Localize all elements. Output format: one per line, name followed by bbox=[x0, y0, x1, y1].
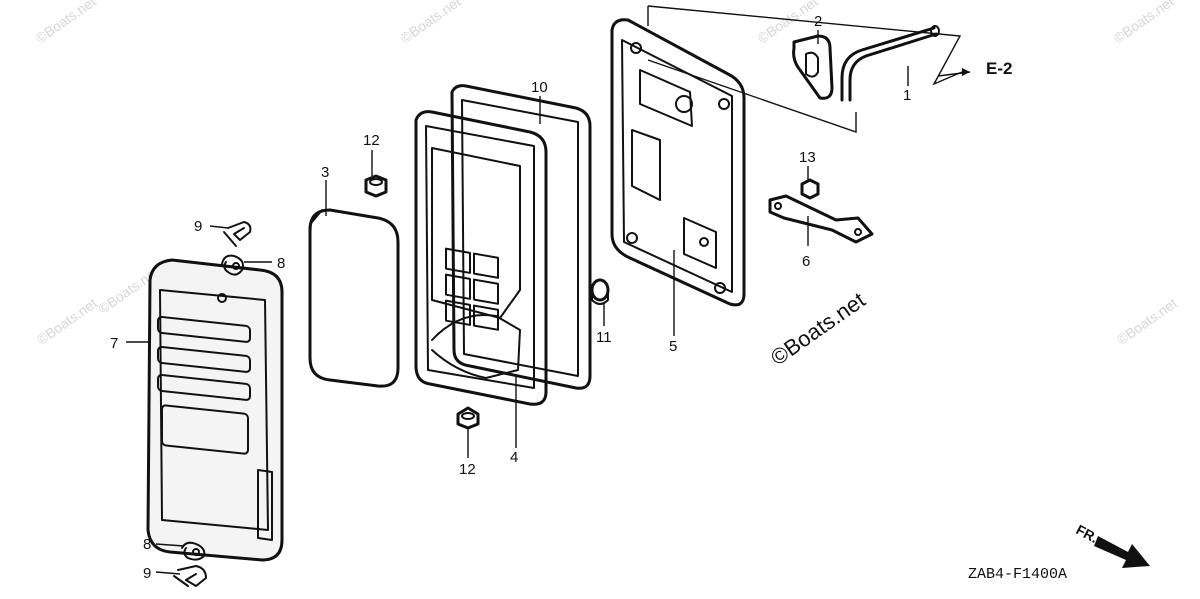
watermark-right-mid: ©Boats.net bbox=[1114, 295, 1180, 348]
part-4-element-case bbox=[414, 110, 548, 406]
part-2-seal-plate bbox=[792, 34, 834, 100]
part-11-collar bbox=[590, 278, 610, 305]
watermark-left-mid: ©Boats.net bbox=[34, 295, 100, 348]
callout-2: 2 bbox=[814, 13, 822, 30]
callout-10: 10 bbox=[531, 79, 548, 96]
callout-1: 1 bbox=[903, 87, 911, 104]
callout-12-top: 12 bbox=[363, 132, 380, 149]
part-9-clip-bottom bbox=[173, 565, 207, 587]
callout-12-bottom: 12 bbox=[459, 461, 476, 478]
part-1-breather-tube bbox=[840, 25, 940, 102]
callout-4: 4 bbox=[510, 449, 518, 466]
callout-8-bottom: 8 bbox=[143, 536, 151, 553]
part-8-clip-top bbox=[221, 254, 244, 276]
part-5-cleaner-case bbox=[610, 18, 746, 307]
ref-arrowhead bbox=[962, 68, 970, 76]
part-7-cleaner-cover bbox=[146, 258, 284, 562]
callout-9-bottom: 9 bbox=[143, 565, 151, 582]
part-12-nut-bottom bbox=[456, 406, 480, 430]
part-3-filter-element bbox=[308, 208, 400, 388]
callout-8-top: 8 bbox=[277, 255, 285, 272]
diagram-code: ZAB4-F1400A bbox=[968, 566, 1067, 583]
callout-6: 6 bbox=[802, 253, 810, 270]
reference-label: E-2 bbox=[986, 59, 1012, 78]
watermark-large: ©Boats.net bbox=[766, 287, 870, 370]
part-9-clip-top bbox=[223, 221, 252, 247]
part-12-nut-top bbox=[364, 174, 388, 198]
front-direction-arrow: FR. bbox=[1073, 521, 1150, 568]
part-13-nut bbox=[800, 178, 820, 200]
part-6-stay-bracket bbox=[768, 194, 874, 244]
callout-3: 3 bbox=[321, 164, 329, 181]
watermark-top-left: ©Boats.net bbox=[33, 0, 99, 46]
callout-9-top: 9 bbox=[194, 218, 202, 235]
callout-11: 11 bbox=[596, 329, 612, 346]
callout-13: 13 bbox=[799, 149, 816, 166]
watermark-top-mid: ©Boats.net bbox=[398, 0, 464, 46]
leader-lines bbox=[126, 30, 909, 575]
callout-7: 7 bbox=[110, 335, 118, 352]
bracket-box bbox=[647, 5, 963, 133]
callout-5: 5 bbox=[669, 338, 677, 355]
watermark-top-far-right: ©Boats.net bbox=[1111, 0, 1177, 46]
part-8-clip-bottom bbox=[181, 541, 206, 561]
